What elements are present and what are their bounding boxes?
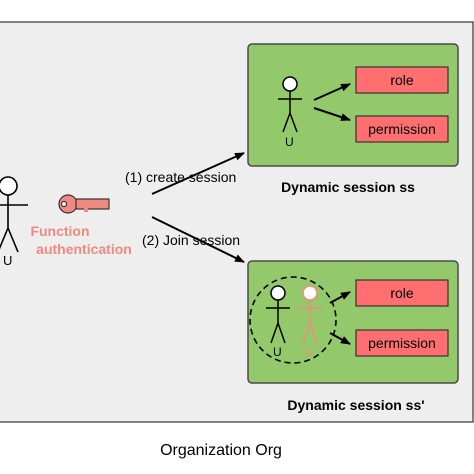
session-ss-user-figure — [278, 76, 302, 133]
user-stick-figure — [0, 176, 28, 253]
organization-label: Organization Org — [160, 442, 282, 459]
function-auth-line1: Function — [30, 223, 89, 239]
session-ss-prime-user-label: U — [273, 345, 282, 359]
session-ss-permission-box — [355, 115, 449, 143]
join-session-label: (2) Join session — [142, 232, 240, 248]
create-session-arrow — [151, 152, 245, 195]
session-ss-prime-other-user-label: U — [305, 345, 314, 359]
session-ss-prime-role-arrow — [329, 291, 351, 304]
session-ss-prime-title: Dynamic session ss' — [287, 397, 424, 413]
create-session-label: (1) create session — [125, 169, 236, 185]
session-ss-role-label: role — [390, 72, 414, 88]
session-ss-permission-label: permission — [368, 121, 436, 137]
session-ss-user-label: U — [285, 135, 294, 149]
session-ss-role-box — [355, 66, 449, 94]
session-ss-permission-arrow — [313, 107, 351, 121]
session-ss-box — [247, 43, 459, 167]
session-ss-prime-dashed-circle — [249, 276, 337, 364]
session-ss-prime-permission-arrow — [329, 332, 351, 345]
session-ss-prime-permission-label: permission — [368, 335, 436, 351]
key-icon — [58, 194, 110, 214]
user-label: U — [3, 253, 12, 268]
session-ss-prime-user-figure — [266, 285, 290, 344]
session-ss-prime-role-box — [355, 279, 449, 307]
session-ss-prime-role-label: role — [390, 285, 414, 301]
session-ss-role-arrow — [313, 83, 351, 101]
session-ss-title: Dynamic session ss — [281, 179, 415, 195]
join-session-arrow — [151, 216, 245, 263]
session-ss-prime-permission-box — [355, 329, 449, 357]
session-ss-prime-box — [247, 260, 459, 384]
function-auth-line2: authentication — [36, 241, 132, 257]
session-ss-prime-other-user-figure — [298, 285, 322, 344]
